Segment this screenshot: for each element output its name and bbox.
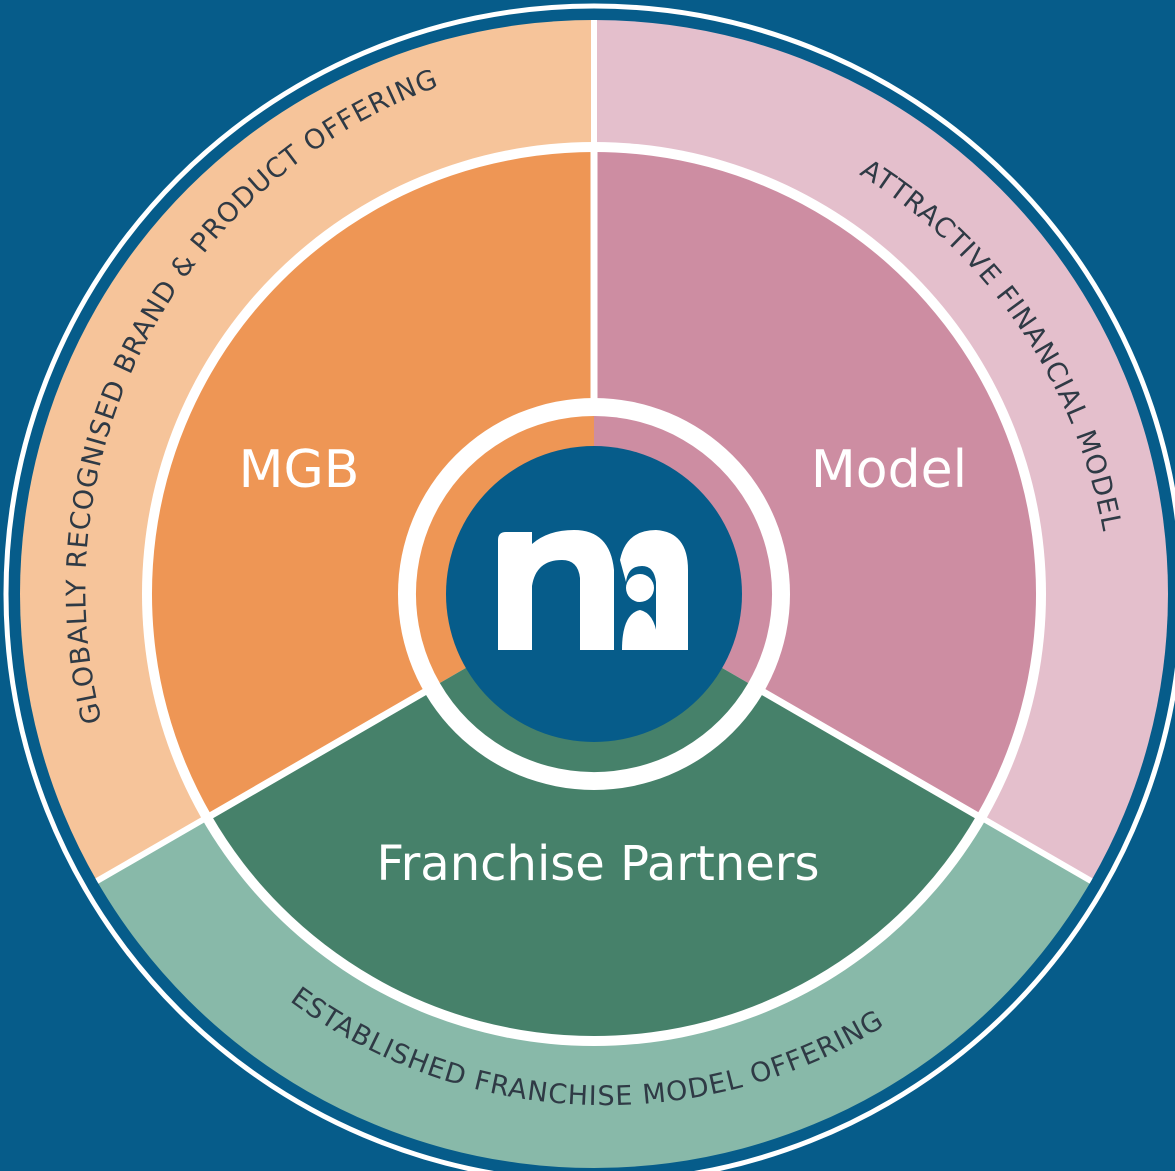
mothercare-m-icon xyxy=(498,530,688,650)
label-franchise-partners: Franchise Partners xyxy=(376,836,819,892)
label-mgb: MGB xyxy=(239,440,360,500)
label-model: Model xyxy=(811,440,967,500)
outer-outline-ring xyxy=(3,3,1175,1171)
